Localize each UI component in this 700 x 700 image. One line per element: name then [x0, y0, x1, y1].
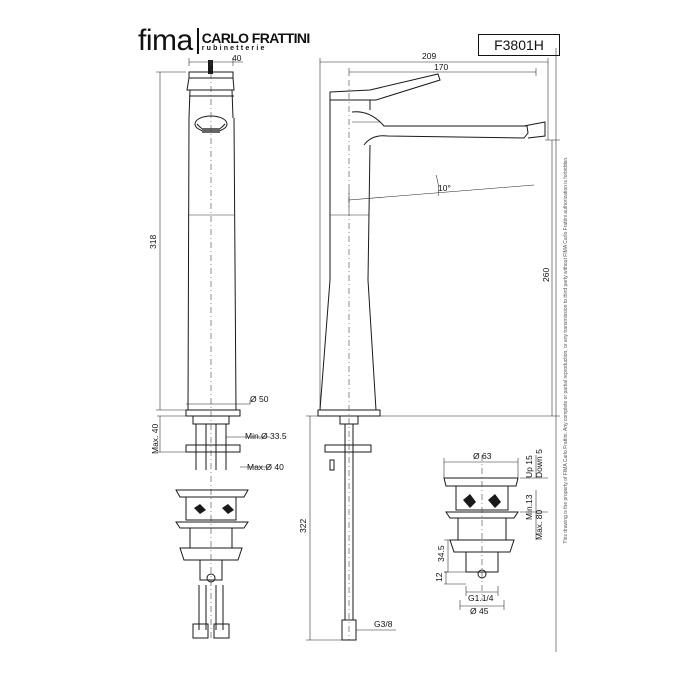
- product-code-box: F3801H: [478, 34, 560, 56]
- dim-waste-body-line: [444, 539, 466, 573]
- dim-deck-max: Max. 40: [150, 423, 160, 454]
- front-hose-connector: [206, 573, 216, 583]
- brand-logo: fima CARLO FRATTINI rubinetterie: [138, 24, 310, 56]
- dim-waste-outlet-line: [459, 600, 505, 610]
- side-spout-tip: [523, 121, 546, 139]
- dim-waste-min: Min.13: [524, 494, 534, 520]
- dim-waste-thread: G1.1/4: [468, 593, 494, 603]
- waste-cap: [443, 477, 519, 487]
- front-waste-cap: [175, 489, 249, 498]
- side-mount-top: [339, 416, 359, 425]
- front-waste-flange: [175, 521, 249, 529]
- dim-waste-minmax-line: [520, 490, 548, 540]
- dim-shank-min: Min.Ø 33.5: [245, 431, 287, 441]
- dim-hose-thread: G3/8: [374, 619, 393, 629]
- front-hose-nut-right: [213, 623, 230, 639]
- dim-base-line: [186, 400, 251, 405]
- brand-separator: [196, 28, 199, 54]
- side-spout: [351, 111, 529, 146]
- dim-spout-height-line: [380, 139, 560, 417]
- front-base: [185, 409, 241, 417]
- dim-front-width-line: [188, 58, 243, 66]
- dim-base-diameter: Ø 50: [250, 394, 269, 404]
- product-code: F3801H: [494, 37, 544, 53]
- dim-hose-length-line: [306, 415, 342, 641]
- front-handle-lever: [208, 60, 213, 74]
- front-nut: [185, 444, 241, 453]
- brand-right: CARLO FRATTINI rubinetterie: [201, 30, 311, 53]
- waste-nut: [449, 539, 515, 553]
- dim-shank-max: Max.Ø 40: [247, 462, 284, 472]
- front-body-outline: [187, 117, 237, 411]
- brand-subtitle: rubinetterie: [201, 45, 267, 52]
- dim-waste-updown-line: [520, 455, 548, 479]
- front-waste-outlet: [199, 560, 223, 581]
- dim-angle-arc: [435, 174, 439, 197]
- dim-front-width: 40: [232, 53, 242, 63]
- front-shank: [205, 424, 217, 470]
- front-view: 40 318 Ø 50 Max. 40 Min.Ø 33.5 Max.Ø 40: [148, 53, 287, 640]
- front-hose-nut-left: [192, 623, 209, 639]
- dim-deck-line: [157, 415, 186, 453]
- brand-main: fima: [138, 24, 193, 57]
- dim-spout-height: 260: [541, 268, 551, 282]
- dim-waste-up: Up 15: [524, 455, 534, 478]
- dim-waste-max: Max. 80: [534, 509, 544, 540]
- dim-waste-body: 34.5: [436, 545, 446, 562]
- dim-spout-total: 209: [422, 51, 436, 61]
- side-view: 209 170 10° 260 322 G3/8: [298, 51, 560, 641]
- side-fix: [329, 459, 335, 471]
- dim-waste-diameter: Ø 63: [473, 451, 492, 461]
- dim-spout-reach: 170: [434, 62, 448, 72]
- front-waste-body: [185, 497, 237, 521]
- front-waste-nut: [179, 547, 243, 561]
- dim-waste-down: Down 5: [534, 449, 544, 478]
- dim-waste-outlet: Ø 45: [470, 606, 489, 616]
- dim-hose-length: 322: [298, 519, 308, 533]
- front-hoses: [195, 424, 227, 470]
- side-handle-collar: [330, 99, 371, 110]
- side-nut: [324, 444, 372, 453]
- front-flex-hoses: [198, 585, 224, 630]
- dim-spout-total-line: [319, 58, 549, 410]
- dim-angle-line: [348, 184, 535, 210]
- brand-secondary: CARLO FRATTINI: [201, 30, 311, 46]
- dim-spout-angle: 10°: [438, 183, 451, 193]
- front-handle-collar: [186, 77, 235, 91]
- side-body-outline: [319, 100, 377, 411]
- front-handle-sides: [188, 89, 234, 119]
- dim-waste-tail-line: [444, 571, 466, 585]
- dim-waste-thread-line: [465, 586, 499, 596]
- dim-front-height-line: [156, 71, 186, 411]
- dim-waste-diameter-line: [443, 458, 519, 478]
- side-hose: [344, 424, 354, 620]
- front-waste-clips: [194, 504, 234, 514]
- waste-flange: [445, 511, 519, 519]
- dim-front-height: 318: [148, 235, 158, 249]
- dim-spout-reach-line: [348, 68, 537, 76]
- side-lever: [329, 73, 441, 101]
- dim-waste-tail: 12: [434, 572, 444, 582]
- waste-detail: Ø 63 Up 15 Down 5 Min.13 Max. 80 34.5 12…: [434, 449, 548, 616]
- waste-clips: [463, 494, 501, 508]
